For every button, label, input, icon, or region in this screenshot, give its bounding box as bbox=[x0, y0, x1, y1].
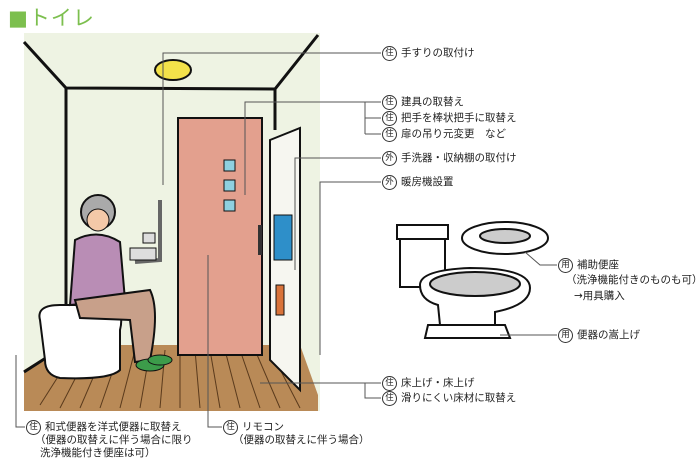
label-text: 便器の嵩上げ bbox=[577, 329, 640, 341]
category-mark-icon: 住 bbox=[382, 111, 397, 126]
category-mark-icon: 住 bbox=[223, 420, 238, 435]
hand-sink bbox=[273, 214, 293, 261]
label-text: 補助便座 bbox=[577, 259, 619, 271]
label-handle: 住把手を棒状把手に取替え bbox=[382, 111, 517, 126]
label-remote: 住リモコン bbox=[223, 420, 284, 435]
category-mark-icon: 外 bbox=[382, 175, 397, 190]
remote-control bbox=[129, 247, 157, 261]
label-text: 和式便器を洋式便器に取替え bbox=[45, 421, 182, 433]
label-text: リモコン bbox=[242, 421, 284, 433]
category-mark-icon: 住 bbox=[382, 127, 397, 142]
label-aux-seat-purchase: →用具購入 bbox=[574, 290, 625, 302]
label-text: 暖房機設置 bbox=[401, 176, 454, 188]
category-mark-icon: 外 bbox=[382, 151, 397, 166]
person-skirt bbox=[73, 288, 156, 364]
label-toilet-replace-note1: （便器の取替えに伴う場合に限り bbox=[35, 434, 193, 446]
towel bbox=[275, 284, 285, 316]
category-mark-icon: 住 bbox=[382, 46, 397, 61]
door bbox=[177, 117, 263, 356]
label-toilet-replace-note2: 洗浄機能付き便座は可） bbox=[40, 447, 156, 459]
label-sink: 外手洗器・収納棚の取付け bbox=[382, 151, 517, 166]
category-mark-icon: 住 bbox=[382, 391, 397, 406]
label-text: 建具の取替え bbox=[401, 96, 464, 108]
label-text: 手すりの取付け bbox=[401, 47, 475, 59]
person-cardigan bbox=[68, 233, 127, 307]
label-aux-seat-note: （洗浄機能付きのものも可） bbox=[566, 274, 700, 286]
category-mark-icon: 住 bbox=[382, 376, 397, 391]
label-text: 滑りにくい床材に取替え bbox=[401, 392, 517, 404]
label-text: 把手を棒状把手に取替え bbox=[401, 112, 517, 124]
label-text: 手洗器・収納棚の取付け bbox=[401, 152, 517, 164]
label-toilet-replace: 住和式便器を洋式便器に取替え bbox=[26, 420, 182, 435]
leader-lines bbox=[15, 52, 557, 428]
label-remote-note: （便器の取替えに伴う場合） bbox=[233, 434, 370, 446]
handrail bbox=[134, 200, 162, 264]
label-raise: 用便器の嵩上げ bbox=[558, 328, 640, 343]
category-mark-icon: 住 bbox=[26, 420, 41, 435]
label-heater: 外暖房機設置 bbox=[382, 175, 454, 190]
label-fixture: 住建具の取替え bbox=[382, 95, 464, 110]
toilet-right bbox=[396, 221, 549, 339]
ceiling-light bbox=[154, 59, 192, 81]
door-handle bbox=[258, 225, 262, 255]
label-text: 床上げ・床上げ bbox=[401, 377, 475, 389]
category-mark-icon: 用 bbox=[558, 328, 573, 343]
page-title: ■トイレ bbox=[8, 6, 95, 30]
category-mark-icon: 用 bbox=[558, 258, 573, 273]
label-hinge: 住扉の吊り元変更 など bbox=[382, 127, 506, 142]
label-aux-seat: 用補助便座 bbox=[558, 258, 619, 273]
label-floor-level: 住床上げ・床上げ bbox=[382, 376, 475, 391]
label-handrail: 住手すりの取付け bbox=[382, 46, 475, 61]
toilet-left bbox=[38, 304, 123, 380]
category-mark-icon: 住 bbox=[382, 95, 397, 110]
label-text: 扉の吊り元変更 など bbox=[401, 128, 506, 140]
label-floor-material: 住滑りにくい床材に取替え bbox=[382, 391, 516, 406]
